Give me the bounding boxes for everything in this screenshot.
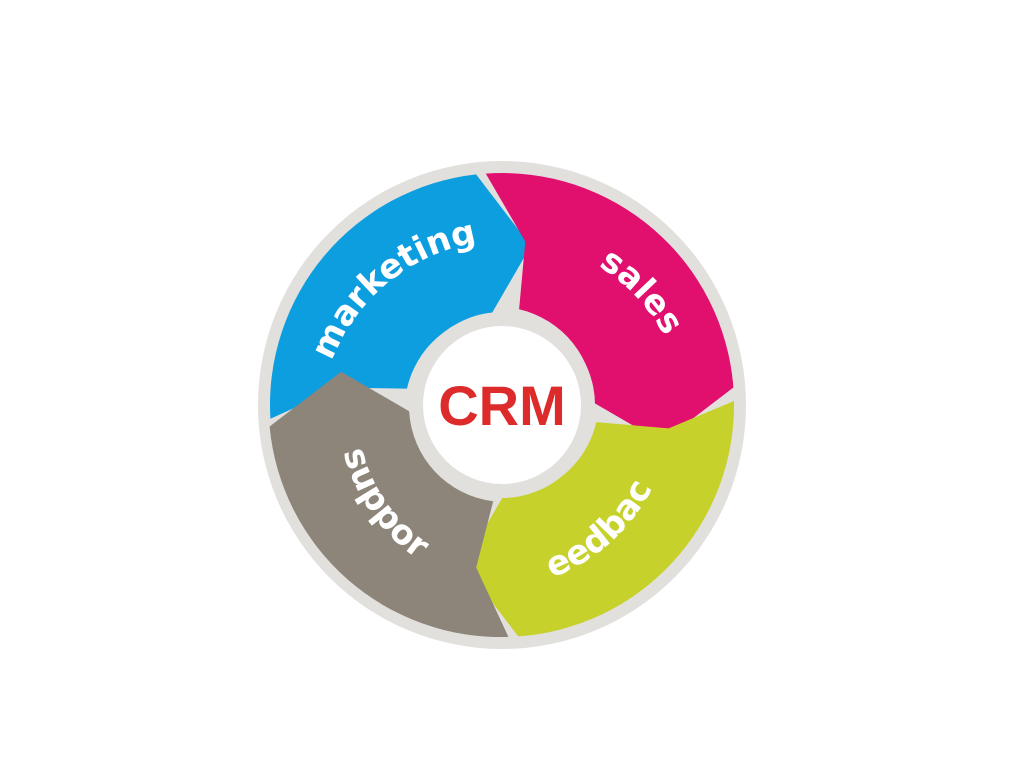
center-label: CRM <box>438 374 566 437</box>
segment-marketing <box>269 174 531 419</box>
segment-feedback <box>463 401 735 637</box>
center-circle <box>423 326 581 484</box>
segment-sales <box>485 173 734 443</box>
segment-support <box>269 371 509 638</box>
